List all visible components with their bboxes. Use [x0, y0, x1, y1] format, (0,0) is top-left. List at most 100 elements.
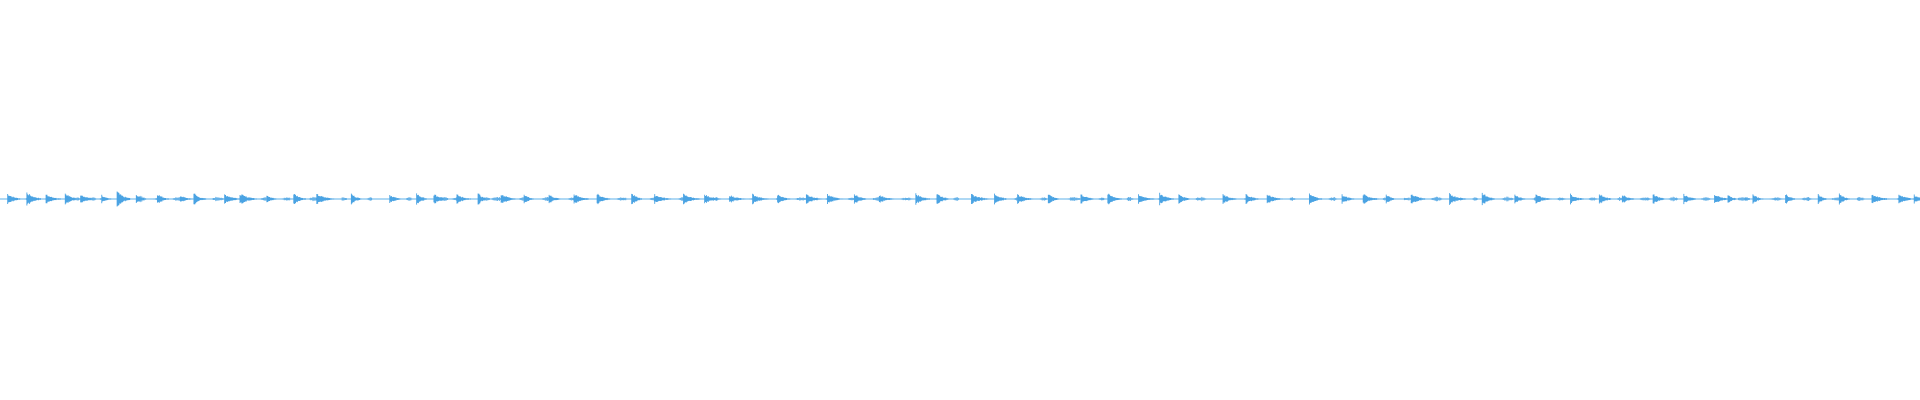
waveform-burst — [1080, 194, 1095, 204]
waveform-ripple — [1744, 197, 1750, 201]
waveform-burst — [1817, 194, 1827, 204]
waveform-burst — [1913, 194, 1920, 204]
waveform-ripple — [1288, 197, 1297, 201]
waveform-bursts — [7, 191, 1920, 207]
waveform-ripple — [1403, 197, 1412, 201]
waveform-burst — [1107, 193, 1122, 205]
waveform-burst — [135, 194, 147, 204]
waveform-ripple — [1769, 197, 1783, 201]
waveform-burst — [1785, 194, 1796, 204]
waveform-burst — [116, 191, 131, 207]
waveform-burst — [548, 194, 561, 204]
waveform-burst — [1898, 194, 1914, 204]
waveform-burst — [1752, 194, 1764, 204]
waveform-ripple — [309, 196, 318, 202]
waveform-burst — [971, 194, 990, 204]
waveform-burst — [596, 193, 611, 205]
waveform-ripple — [1500, 196, 1514, 202]
waveform-burst — [1514, 194, 1526, 204]
waveform-burst — [1838, 193, 1850, 205]
waveform-burst — [1535, 194, 1552, 204]
waveform-burst — [433, 194, 448, 204]
waveform-ripple — [1328, 197, 1338, 201]
waveform-burst — [101, 194, 112, 204]
waveform-burst — [1683, 193, 1696, 205]
waveform-burst — [45, 194, 61, 204]
waveform-burst — [752, 193, 769, 205]
waveform-burst — [156, 195, 169, 203]
waveform-ripple — [1430, 196, 1443, 202]
waveform-ripple — [1588, 197, 1597, 201]
waveform-burst — [936, 194, 950, 204]
waveform-burst — [729, 195, 746, 203]
waveform-burst — [1621, 195, 1635, 203]
waveform-ripple — [340, 197, 347, 201]
waveform-burst — [1178, 194, 1191, 204]
waveform-burst — [1047, 194, 1059, 204]
waveform-ripple — [1067, 197, 1081, 201]
waveform-burst — [573, 194, 589, 204]
waveform-burst — [350, 193, 362, 205]
waveform-burst — [1598, 194, 1612, 204]
waveform-ripple — [1125, 196, 1134, 202]
waveform-burst — [1017, 194, 1034, 204]
waveform-burst — [523, 194, 534, 204]
waveform-burst — [683, 193, 701, 205]
waveform-burst — [1385, 194, 1396, 204]
waveform-ripple — [1472, 197, 1478, 201]
waveform-burst — [1871, 194, 1890, 204]
waveform-ripple — [1801, 196, 1813, 202]
waveform-ripple — [1194, 196, 1207, 202]
waveform-ripple — [900, 197, 914, 201]
waveform-ripple — [1668, 196, 1678, 202]
waveform-burst — [416, 193, 427, 205]
waveform-burst — [1308, 193, 1323, 205]
waveform-burst — [878, 195, 895, 203]
waveform-burst — [631, 193, 643, 205]
waveform-burst — [654, 194, 672, 204]
waveform-ripple — [1039, 197, 1049, 201]
waveform-burst — [853, 194, 867, 204]
waveform-burst — [26, 192, 41, 206]
waveform-burst — [389, 195, 402, 203]
waveform-burst — [7, 194, 21, 204]
waveform-burst — [805, 194, 823, 204]
waveform-ripple — [1556, 197, 1567, 201]
waveform-ripple — [794, 197, 808, 201]
waveform-ripple — [281, 197, 293, 201]
waveform-ripple — [1639, 197, 1652, 201]
waveform-burst — [1481, 192, 1495, 206]
waveform-ripple — [212, 196, 224, 202]
waveform-burst — [1245, 194, 1260, 204]
waveform-burst — [316, 193, 335, 205]
waveform-burst — [1449, 193, 1467, 205]
waveform-burst — [1159, 192, 1174, 206]
waveform-burst — [827, 194, 844, 204]
waveform-burst — [477, 193, 488, 205]
waveform-ripple — [1098, 197, 1106, 201]
waveform-burst — [1570, 193, 1584, 205]
waveform-burst — [293, 193, 306, 205]
waveform-burst — [266, 195, 277, 203]
waveform-burst — [1266, 194, 1283, 204]
waveform-burst — [777, 194, 791, 204]
waveform-burst — [239, 194, 257, 204]
waveform-burst — [994, 193, 1007, 205]
waveform-burst — [1341, 194, 1355, 204]
waveform-burst — [1727, 195, 1737, 203]
waveform-burst — [500, 195, 516, 203]
waveform-burst — [1222, 194, 1237, 204]
waveform-ripple — [953, 196, 959, 202]
waveform-burst — [64, 193, 78, 205]
waveform-burst — [915, 193, 930, 205]
waveform-burst — [224, 194, 241, 204]
waveform-ripple — [406, 197, 413, 201]
waveform-burst — [80, 195, 94, 203]
waveform-ripple — [616, 197, 628, 201]
waveform-ripple — [366, 197, 373, 201]
waveform-burst — [180, 196, 193, 202]
waveform-burst — [1652, 194, 1665, 204]
waveform-burst — [193, 193, 204, 205]
